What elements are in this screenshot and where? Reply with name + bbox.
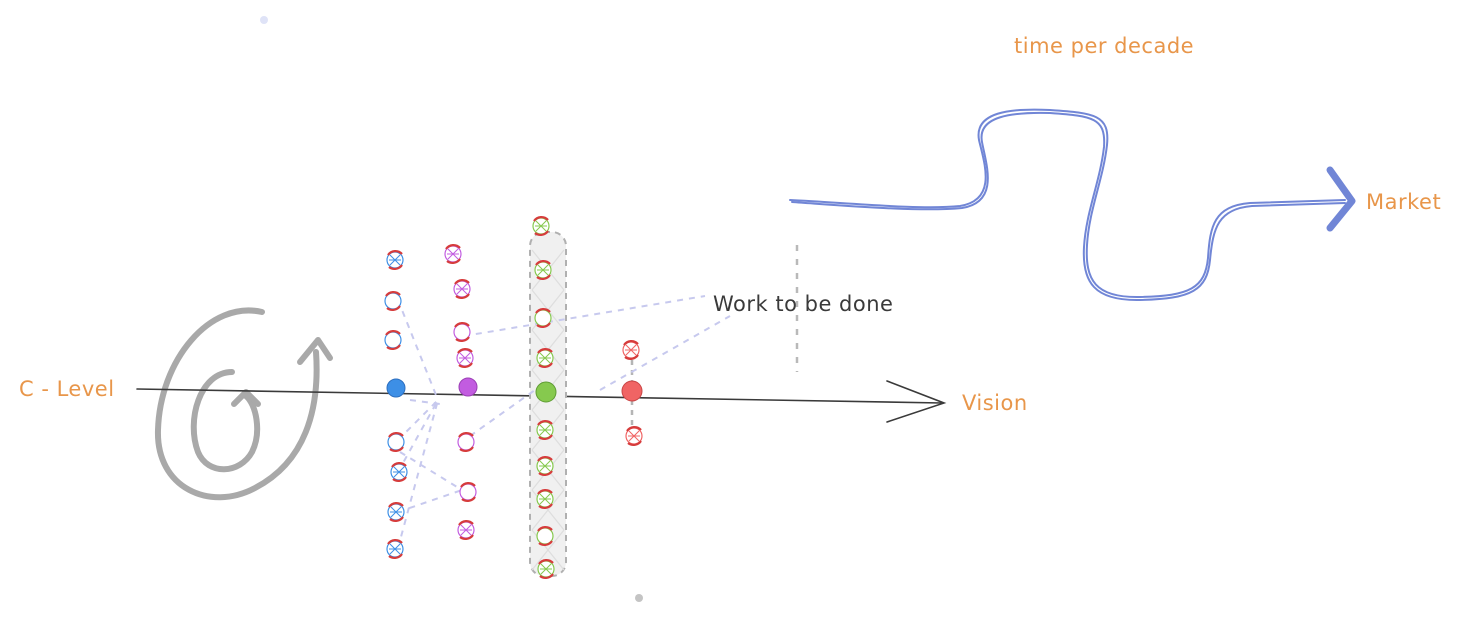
hatched-circle-icon xyxy=(387,432,405,452)
hatched-circle-icon xyxy=(537,559,555,579)
label-time-per-decade: time per decade xyxy=(1014,34,1194,58)
hatched-circle-icon xyxy=(536,526,554,546)
stray-dot-top xyxy=(260,16,268,24)
hatched-circle-icon xyxy=(622,340,640,360)
label-c-level: C - Level xyxy=(19,377,115,401)
hatched-circle-icon xyxy=(625,426,643,446)
hatched-circle-icon xyxy=(536,420,554,440)
hatched-circle-icon xyxy=(459,482,477,502)
hatched-circle-icon xyxy=(534,308,552,328)
blue-column xyxy=(384,250,408,559)
hatched-circle-icon xyxy=(456,348,474,368)
hatched-circle-icon xyxy=(453,322,471,342)
filled-circle-icon xyxy=(535,381,557,403)
hatched-circle-icon xyxy=(536,489,554,509)
purple-column xyxy=(444,244,478,540)
hatched-circle-icon xyxy=(444,244,462,264)
stray-dot-bottom xyxy=(635,594,643,602)
red-column xyxy=(621,340,643,446)
hatched-circle-icon xyxy=(390,462,408,482)
green-column xyxy=(532,216,557,579)
hatched-circle-icon xyxy=(387,502,405,522)
connector-lines xyxy=(397,295,731,549)
hatched-circle-icon xyxy=(536,348,554,368)
filled-circle-icon xyxy=(458,377,478,397)
hatched-circle-icon xyxy=(386,539,404,559)
hatched-circle-icon xyxy=(532,216,550,236)
filled-circle-icon xyxy=(621,380,643,402)
hatched-circle-icon xyxy=(536,456,554,476)
hatched-circle-icon xyxy=(453,279,471,299)
hatched-circle-icon xyxy=(457,432,475,452)
hatched-circle-icon xyxy=(457,520,475,540)
green-column-band xyxy=(529,231,567,577)
hatched-circle-icon xyxy=(384,291,402,311)
market-wave xyxy=(789,108,1356,302)
hatched-circle-icon xyxy=(534,260,552,280)
filled-circle-icon xyxy=(386,378,406,398)
spiral-arrow-icon xyxy=(154,307,333,501)
label-work-to-be-done: Work to be done xyxy=(713,292,893,316)
hatched-circle-icon xyxy=(386,250,404,270)
label-market: Market xyxy=(1366,190,1441,214)
label-vision: Vision xyxy=(962,391,1028,415)
hatched-circle-icon xyxy=(384,330,402,350)
